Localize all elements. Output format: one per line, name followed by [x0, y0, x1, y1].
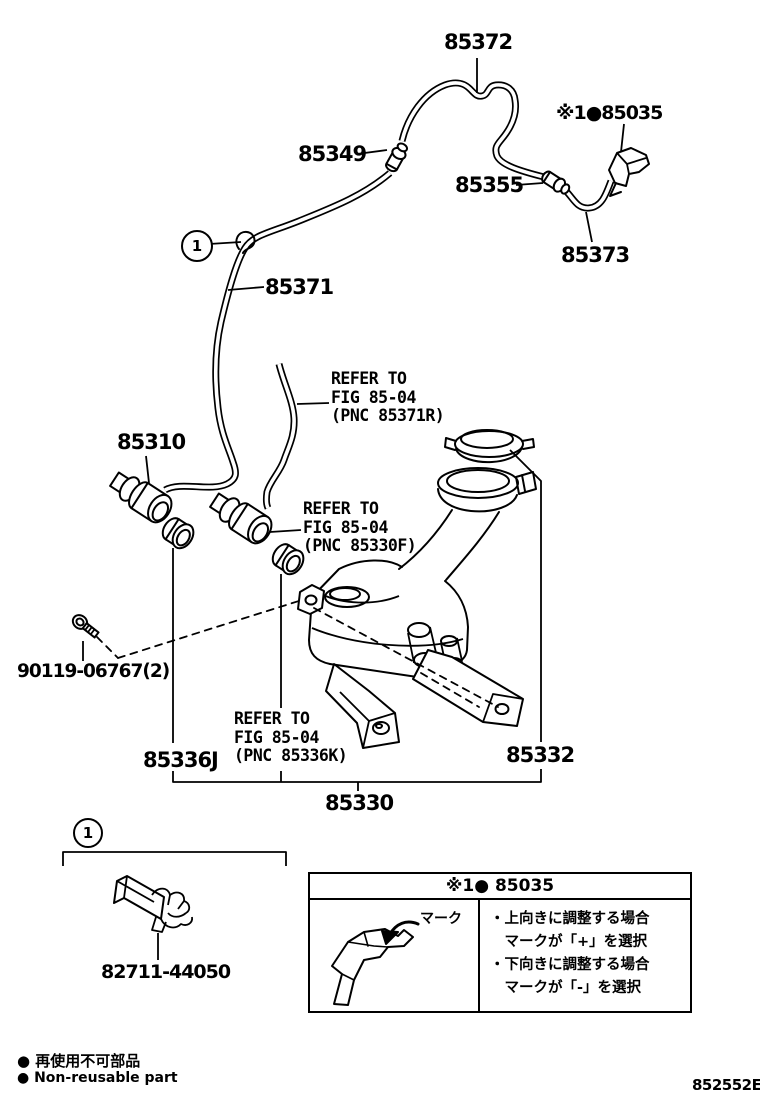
- washer-tank: [297, 429, 537, 749]
- hose-85372: [398, 79, 545, 181]
- note-box-header: ※1● 85035: [310, 874, 690, 900]
- adjustment-instructions: ・上向きに調整する場合 マークが「+」を選択 ・下向きに調整する場合 マークが「…: [490, 911, 650, 996]
- grommet-85336k: [267, 538, 309, 580]
- figure-code: 852552E: [692, 1076, 760, 1094]
- nozzle-adjustment-note-box: ※1● 85035 マーク ・上向きに調整する場合 マークが「+」を選択 ・下向…: [308, 872, 692, 1013]
- washer-pump-85310: [105, 465, 178, 528]
- joint-85355: [538, 167, 573, 198]
- part-label-82711[interactable]: 82711-44050: [101, 961, 231, 983]
- part-label-85349[interactable]: 85349: [298, 142, 367, 166]
- hose-85373: [562, 179, 615, 212]
- legend-non-reusable-en: ● Non-reusable part: [17, 1070, 178, 1086]
- part-label-85035[interactable]: ※1●85035: [556, 102, 663, 124]
- callout-1-detail[interactable]: 1: [73, 818, 103, 848]
- part-label-85310[interactable]: 85310: [117, 430, 186, 454]
- bolt-axis-dashed-lines: [96, 599, 499, 708]
- part-label-85330[interactable]: 85330: [325, 791, 394, 815]
- note-box-divider: [478, 900, 480, 1011]
- mark-label: マーク: [420, 911, 462, 927]
- part-label-85355[interactable]: 85355: [455, 173, 524, 197]
- hose-clip: [235, 230, 256, 254]
- clamp-82711: [113, 875, 193, 933]
- part-label-85336j[interactable]: 85336J: [143, 748, 219, 772]
- part-label-90119[interactable]: 90119-06767(2): [17, 661, 170, 682]
- nozzle-mark-sketch: [331, 920, 420, 1006]
- bolt-90119: [71, 614, 100, 639]
- hose-85371r: [262, 363, 298, 510]
- part-label-85372[interactable]: 85372: [444, 30, 513, 54]
- hose-85371: [163, 170, 393, 494]
- part-label-85332[interactable]: 85332: [506, 743, 575, 767]
- part-label-85371[interactable]: 85371: [265, 275, 334, 299]
- part-label-85373[interactable]: 85373: [561, 243, 630, 267]
- joint-85349: [382, 139, 412, 175]
- legend-non-reusable-jp: ● 再使用不可部品: [17, 1052, 141, 1070]
- callout-1-hose[interactable]: 1: [181, 230, 213, 262]
- leader-lines: [62, 58, 625, 960]
- nozzle-85035: [608, 147, 650, 197]
